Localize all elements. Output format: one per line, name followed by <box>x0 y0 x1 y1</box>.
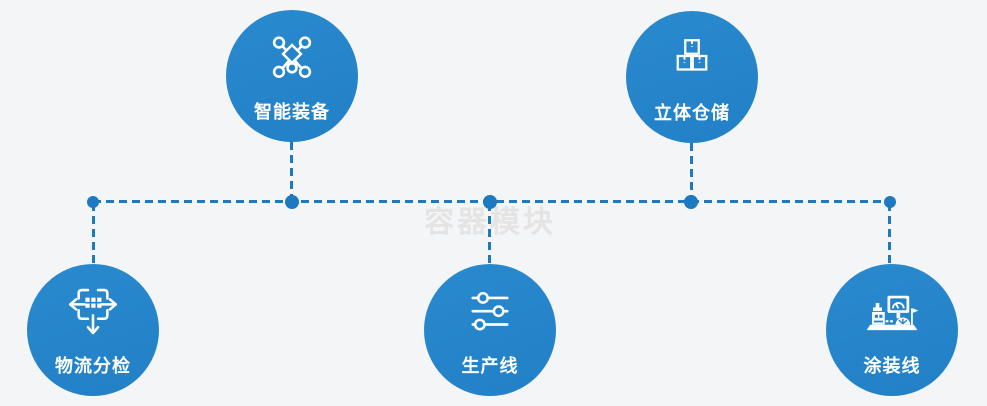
junction-dot-right <box>884 196 896 208</box>
node-label: 生产线 <box>461 356 519 376</box>
network-nodes-icon <box>266 30 318 86</box>
node-logistics-sorting: 物流分检 <box>27 264 159 396</box>
sliders-icon <box>465 284 515 340</box>
stacked-boxes-icon <box>668 31 716 87</box>
junction-dot-left <box>87 196 99 208</box>
connector-smart-equipment <box>290 142 293 202</box>
node-warehouse: 立体仓储 <box>626 11 758 143</box>
junction-dot-production <box>483 195 497 209</box>
control-station-icon <box>863 284 921 340</box>
connector-painting <box>888 203 891 264</box>
node-production-line: 生产线 <box>424 264 556 396</box>
node-label: 涂装线 <box>863 356 921 376</box>
node-label: 物流分检 <box>55 356 131 376</box>
node-label: 智能装备 <box>254 102 330 122</box>
junction-dot-warehouse <box>684 195 698 209</box>
junction-dot-smart-equipment <box>285 195 299 209</box>
node-painting-line: 涂装线 <box>826 264 958 396</box>
node-label: 立体仓储 <box>654 103 730 123</box>
sorting-arrows-icon <box>66 284 120 340</box>
node-smart-equipment: 智能装备 <box>226 10 358 142</box>
connector-production <box>488 203 491 264</box>
connector-sorting <box>92 203 95 264</box>
connector-warehouse <box>690 143 693 202</box>
